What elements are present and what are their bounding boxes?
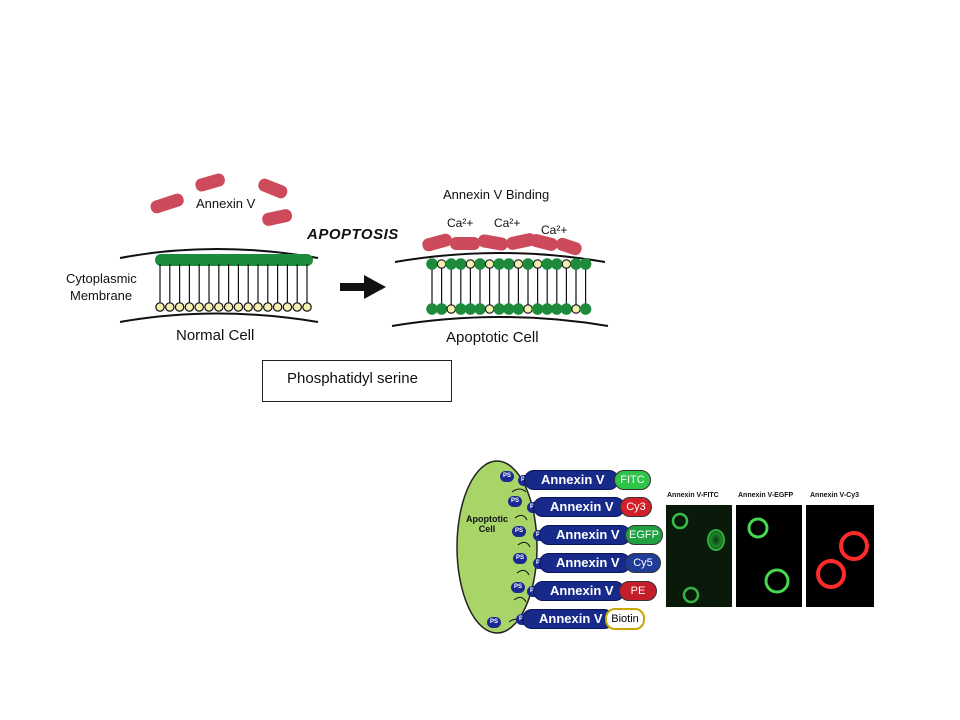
- transition-arrow: [340, 275, 386, 299]
- legend-box: [262, 360, 452, 402]
- ps-badge: PS: [513, 553, 527, 564]
- legend-text: Phosphatidyl serine: [287, 370, 418, 387]
- normal-cell-membrane: [119, 248, 319, 323]
- ps-head: [194, 302, 204, 312]
- calcium-label-3: Ca²+: [541, 223, 568, 237]
- micrograph-egfp: [736, 505, 802, 607]
- free-annexin-rods: [150, 173, 293, 226]
- apoptotic-cell-label: Apoptotic Cell: [446, 329, 539, 346]
- egfp-tag: EGFP: [625, 525, 663, 545]
- ps-badge: PS: [511, 582, 525, 593]
- annexin-pill: Annexin V: [533, 497, 625, 517]
- ps-badge: PS: [508, 496, 522, 507]
- ps-head: [282, 302, 293, 312]
- annexin-pill: Annexin V: [533, 581, 625, 601]
- ps-head: [184, 302, 195, 312]
- ps-badge: PS: [487, 617, 501, 628]
- micrograph-title-cy3: Annexin V-Cy3: [810, 492, 860, 499]
- normal-cell-label: Normal Cell: [176, 327, 255, 344]
- ps-head: [272, 302, 283, 312]
- pe-tag: PE: [619, 581, 657, 601]
- micrograph-fitc: [666, 505, 732, 607]
- annexin-binding-label: Annexin V Binding: [443, 187, 550, 202]
- calcium-label-2: Ca²+: [494, 216, 521, 230]
- micrograph-title-egfp: Annexin V-EGFP: [738, 492, 794, 499]
- ps-head: [262, 302, 273, 312]
- lipid-head: [579, 258, 592, 270]
- fitc-tag: FITC: [614, 470, 651, 490]
- ps-badge: PS: [500, 471, 514, 482]
- annexin-label: Annexin V: [196, 196, 256, 211]
- ps-head: [204, 302, 214, 312]
- ps-head: [243, 302, 253, 312]
- ps-head: [174, 302, 185, 312]
- cy5-tag: Cy5: [625, 553, 661, 573]
- lipid-head: [579, 303, 592, 315]
- biotin-tag: Biotin: [605, 608, 645, 630]
- ps-head: [155, 302, 165, 312]
- calcium-label-1: Ca²+: [447, 216, 474, 230]
- ps-badge: PS: [512, 526, 526, 537]
- apoptotic-cell-shape: [456, 460, 538, 634]
- micrograph-panels: [666, 505, 874, 607]
- ps-head: [302, 302, 312, 312]
- annexin-pill: Annexin V: [539, 525, 631, 545]
- apoptosis-label: APOPTOSIS: [307, 226, 399, 243]
- annexin-pill: Annexin V: [522, 609, 614, 629]
- membrane-label-line2: Membrane: [70, 288, 133, 303]
- ps-head: [253, 302, 263, 312]
- ps-head: [292, 302, 302, 312]
- ps-head: [165, 302, 175, 312]
- micrograph-cy3: [806, 505, 874, 607]
- membrane-label-line1: Cytoplasmic: [66, 271, 137, 286]
- ps-head: [223, 302, 234, 312]
- apoptotic-cell-membrane: [391, 233, 609, 327]
- annexin-pill: Annexin V: [524, 470, 619, 490]
- cy3-tag: Cy3: [620, 497, 652, 517]
- ps-head: [214, 302, 224, 312]
- annexin-pill: Annexin V: [539, 553, 631, 573]
- apoptotic-cell-label-bottom: Apoptotic Cell: [466, 514, 508, 534]
- bound-annexin-rods: [422, 233, 582, 256]
- ps-head: [233, 302, 244, 312]
- micrograph-title-fitc: Annexin V-FITC: [667, 492, 719, 499]
